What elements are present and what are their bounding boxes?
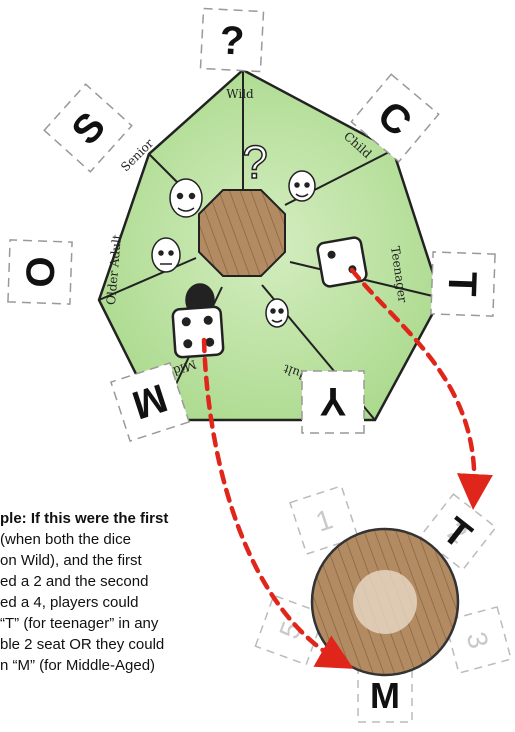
caption-line: (when both the dice <box>0 529 245 550</box>
caption-line: ble 2 seat OR they could <box>0 634 245 655</box>
caption-line: ple: If this were the first <box>0 508 245 529</box>
tile-senior[interactable]: S <box>44 84 132 172</box>
tile-wild[interactable]: ? <box>200 8 263 71</box>
caption-line: “T” (for teenager” in any <box>0 613 245 634</box>
tile-wild-letter: ? <box>219 18 246 63</box>
senior-face-icon <box>170 179 202 217</box>
tile-older-adult[interactable]: O <box>8 240 72 304</box>
center-table <box>199 190 285 276</box>
die-second-roll[interactable] <box>172 306 223 357</box>
caption-line: ed a 2 and the second <box>0 571 245 592</box>
small-table-center-highlight <box>353 570 417 634</box>
child-face-icon <box>289 171 315 201</box>
seat-middle-aged-tile-letter: M <box>370 675 400 716</box>
segment-label-wild: Wild <box>226 87 254 101</box>
older-adult-face-icon <box>152 238 180 272</box>
wild-question-mark: ? <box>242 136 268 188</box>
tile-teenager[interactable]: T <box>431 252 495 316</box>
tile-older-adult-letter: O <box>18 256 63 289</box>
tile-teenager-letter: T <box>440 271 485 297</box>
caption-line: n “M” (for Middle-Aged) <box>0 655 245 676</box>
tile-young-adult[interactable]: Y <box>302 371 364 433</box>
caption-line: ed a 4, players could <box>0 592 245 613</box>
caption-line: on Wild), and the first <box>0 550 245 571</box>
young-adult-face-icon <box>266 299 288 327</box>
tile-young-adult-letter: Y <box>319 379 346 423</box>
small-table-area: 1 2 T 3 5 M <box>255 486 511 722</box>
example-caption: ple: If this were the first (when both t… <box>0 508 245 676</box>
